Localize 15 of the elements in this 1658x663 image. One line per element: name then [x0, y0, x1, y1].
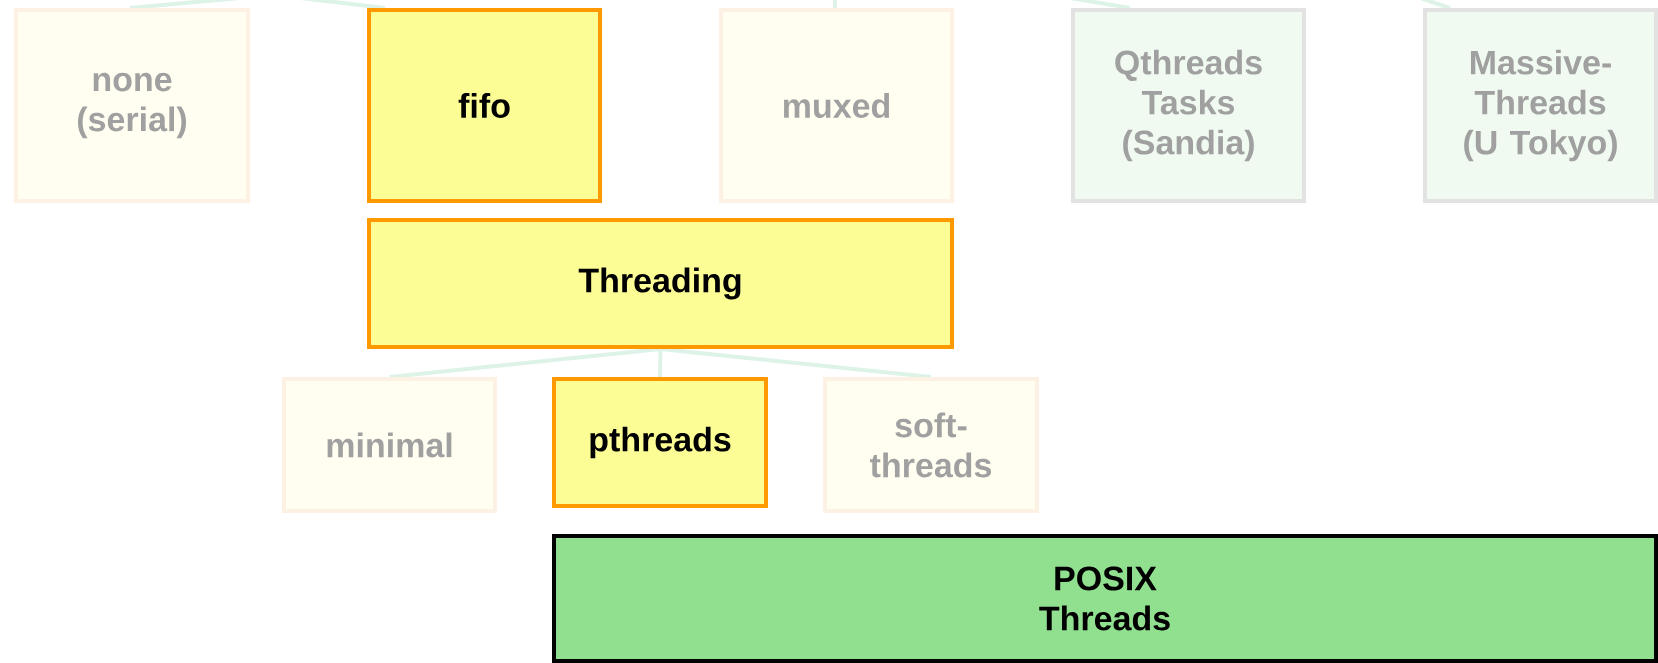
component-box: minimal [282, 377, 497, 513]
layer-box: POSIX Threads [552, 534, 1658, 663]
component-box: Qthreads Tasks (Sandia) [1071, 8, 1306, 203]
connector [658, 348, 663, 378]
component-box: soft-threads [823, 377, 1039, 513]
component-box: fifo [367, 8, 602, 203]
connector [833, 0, 837, 8]
connector [660, 347, 932, 379]
component-box: pthreads [552, 377, 768, 508]
connector [1419, 0, 1451, 10]
component-box: Threading [367, 218, 954, 349]
component-box: Massive-Threads (U Tokyo) [1423, 8, 1658, 203]
component-box: none (serial) [14, 8, 250, 203]
component-box: muxed [719, 8, 954, 203]
connector [389, 347, 661, 379]
